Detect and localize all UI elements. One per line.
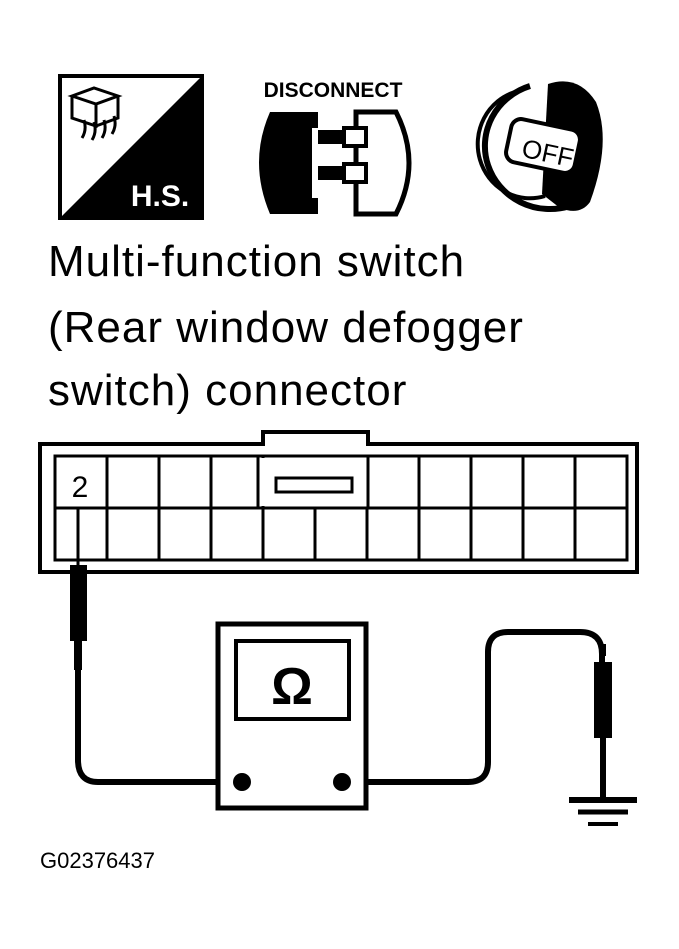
- wire-left: [75, 668, 240, 785]
- terminal-2-label: 2: [72, 471, 89, 504]
- title-line-1: Multi-function switch: [48, 237, 466, 286]
- harness-side-icon: H.S.: [58, 74, 204, 220]
- ohmmeter-icon: Ω: [215, 621, 369, 811]
- wire-right: [342, 629, 605, 785]
- disconnect-label: DISCONNECT: [264, 79, 403, 102]
- ignition-key-off-icon: OFF: [475, 81, 603, 213]
- connector: 2: [38, 430, 639, 574]
- probe-left: [70, 508, 87, 670]
- title-line-3: switch) connector: [48, 366, 408, 415]
- figure-id: G02376437: [40, 848, 155, 873]
- ohm-symbol: Ω: [271, 658, 313, 716]
- title-line-2: (Rear window defogger: [48, 303, 524, 352]
- harness-side-label: H.S.: [131, 180, 189, 213]
- disconnect-connector-icon: DISCONNECT: [259, 79, 412, 217]
- probe-right: [594, 644, 612, 800]
- ground-symbol-icon: [569, 797, 637, 826]
